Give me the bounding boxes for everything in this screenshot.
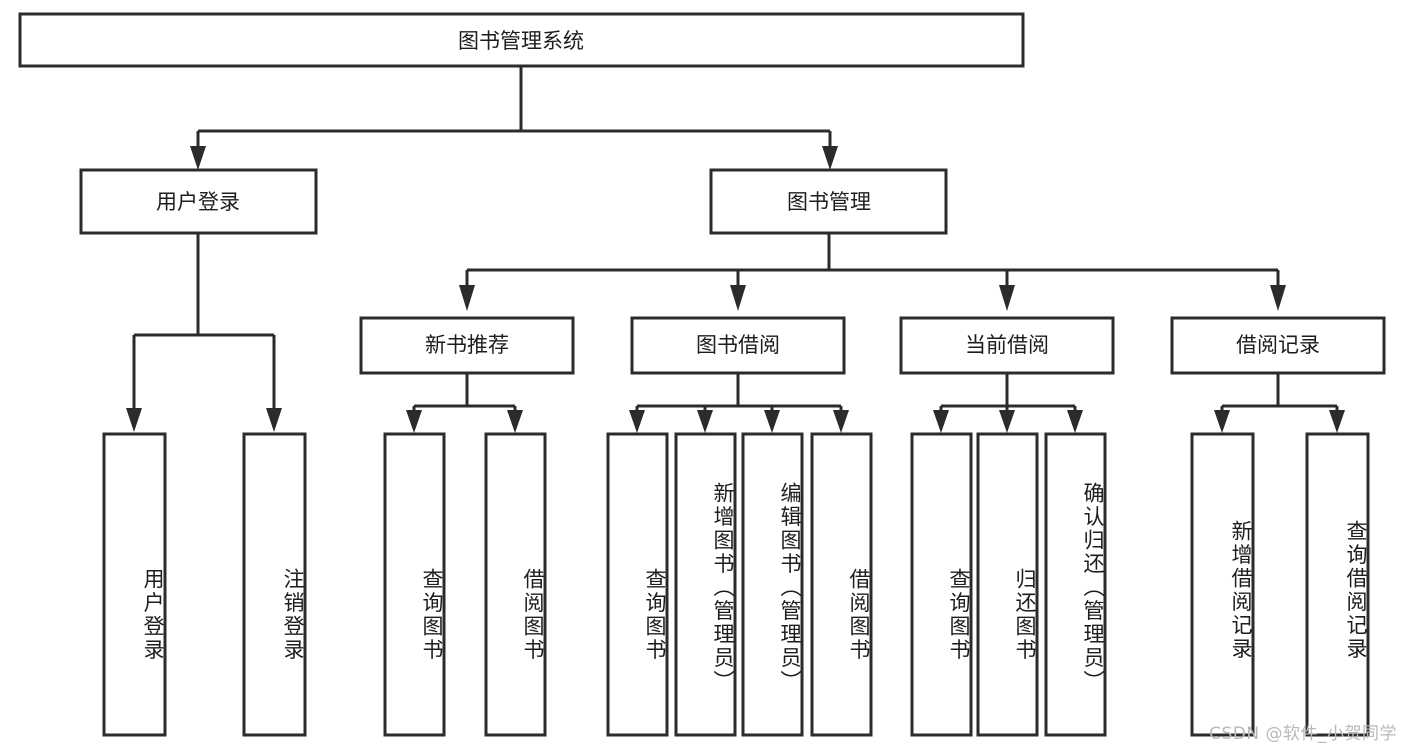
csdn-watermark: CSDN @软件_小贺同学 bbox=[1209, 724, 1397, 744]
leaf-box-borrow-record-0[interactable] bbox=[1190, 432, 1255, 737]
arrow-to-new-book bbox=[459, 285, 475, 311]
node-book-manage[interactable]: 图书管理 bbox=[709, 168, 948, 235]
node-book-borrow[interactable]: 图书借阅 bbox=[630, 316, 846, 375]
current-borrow-box[interactable] bbox=[899, 316, 1115, 375]
arrow-to-user-login bbox=[190, 146, 206, 170]
root-box[interactable] bbox=[18, 12, 1025, 68]
arrow-to-book-borrow bbox=[730, 285, 746, 311]
node-user-login[interactable]: 用户登录 bbox=[79, 168, 318, 235]
connector-root-to-level2 bbox=[190, 66, 838, 170]
connector-borrow-record-to-leaves bbox=[1214, 373, 1345, 433]
leaf-box-new-book-0[interactable] bbox=[383, 432, 446, 737]
user-login-label: 用户登录 bbox=[156, 190, 240, 214]
user-login-box[interactable] bbox=[79, 168, 318, 235]
leaf-box-user-login-1[interactable] bbox=[242, 432, 307, 737]
connector-user-login-to-leaves bbox=[126, 233, 282, 432]
leaf-box-current-borrow-2[interactable] bbox=[1044, 432, 1107, 737]
new-book-recommend-box[interactable] bbox=[359, 316, 575, 375]
book-manage-label: 图书管理 bbox=[787, 190, 871, 214]
leaf-box-borrow-record-1[interactable] bbox=[1305, 432, 1370, 737]
leaf-box-user-login-0[interactable] bbox=[102, 432, 167, 737]
leaf-box-book-borrow-2[interactable] bbox=[741, 432, 804, 737]
leaf-box-book-borrow-3[interactable] bbox=[810, 432, 873, 737]
arrow-to-book-manage bbox=[822, 146, 838, 170]
book-borrow-label: 图书借阅 bbox=[696, 333, 780, 357]
new-book-recommend-label: 新书推荐 bbox=[425, 333, 509, 357]
root-label: 图书管理系统 bbox=[458, 29, 584, 53]
leaf-box-current-borrow-0[interactable] bbox=[910, 432, 973, 737]
arrow-to-borrow-record bbox=[1270, 285, 1286, 311]
borrow-record-label: 借阅记录 bbox=[1236, 333, 1320, 357]
arrow-to-current-borrow bbox=[999, 285, 1015, 311]
node-root[interactable]: 图书管理系统 bbox=[18, 12, 1025, 68]
connector-new-book-to-leaves bbox=[406, 373, 523, 433]
connector-book-manage-to-level3 bbox=[459, 233, 1286, 311]
leaf-box-book-borrow-1[interactable] bbox=[674, 432, 737, 737]
node-borrow-record[interactable]: 借阅记录 bbox=[1170, 316, 1386, 375]
leaf-box-current-borrow-1[interactable] bbox=[976, 432, 1039, 737]
connector-current-borrow-to-leaves bbox=[933, 373, 1083, 433]
node-new-book-recommend[interactable]: 新书推荐 bbox=[359, 316, 575, 375]
node-current-borrow[interactable]: 当前借阅 bbox=[899, 316, 1115, 375]
current-borrow-label: 当前借阅 bbox=[965, 333, 1049, 357]
leaf-box-new-book-1[interactable] bbox=[484, 432, 547, 737]
leaf-box-book-borrow-0[interactable] bbox=[606, 432, 669, 737]
connector-book-borrow-to-leaves bbox=[629, 373, 849, 433]
